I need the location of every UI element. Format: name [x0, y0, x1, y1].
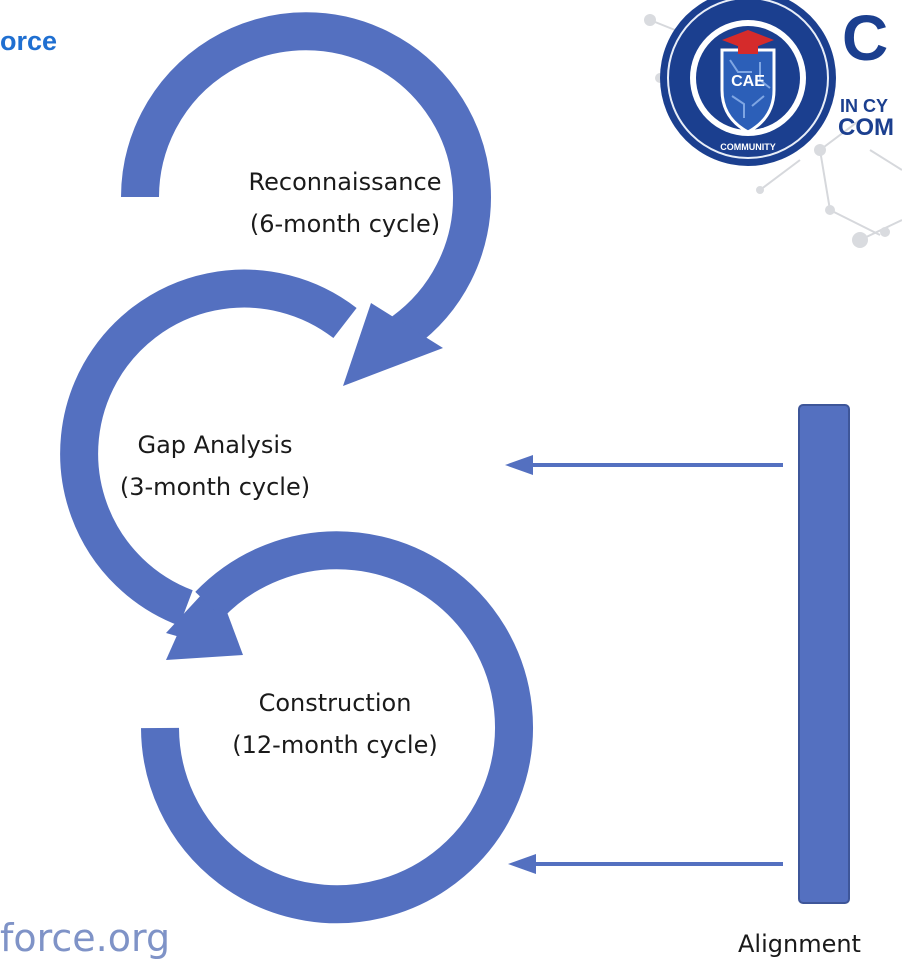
alignment-label: Alignment	[738, 930, 861, 958]
stage-cycle: (3-month cycle)	[119, 473, 311, 501]
gap-analysis-cycle-arrow	[60, 269, 357, 660]
stage-name: Reconnaissance	[248, 168, 442, 196]
logo-side-text-2: COM	[838, 114, 894, 141]
stage-label-gap-analysis: Gap Analysis (3-month cycle)	[70, 424, 360, 508]
seal-bottom-text: COMMUNITY	[720, 142, 776, 152]
seal-shield-text: CAE	[731, 73, 765, 90]
cae-logo: CAE COMMUNITY C IN CY COM	[660, 0, 894, 166]
stage-name: Gap Analysis	[137, 431, 293, 459]
feedback-arrow-gap-analysis	[505, 455, 783, 475]
stage-cycle: (6-month cycle)	[249, 210, 441, 238]
feedback-arrow-construction	[508, 854, 783, 874]
stage-label-reconnaissance: Reconnaissance (6-month cycle)	[200, 161, 490, 245]
network-nodes	[644, 14, 890, 248]
header-title-fragment: orce	[0, 26, 58, 56]
footer-url-fragment: force.org	[0, 916, 171, 960]
network-graphic	[649, 19, 902, 241]
stage-name: Construction	[258, 689, 412, 717]
reconnaissance-cycle-arrow	[121, 12, 491, 386]
alignment-bar	[798, 404, 850, 904]
logo-side-text-1: IN CY	[840, 96, 888, 116]
stage-cycle: (12-month cycle)	[232, 731, 438, 759]
stage-label-construction: Construction (12-month cycle)	[190, 682, 480, 766]
construction-cycle-arrow	[141, 531, 533, 924]
logo-letter-c: C	[842, 2, 888, 74]
